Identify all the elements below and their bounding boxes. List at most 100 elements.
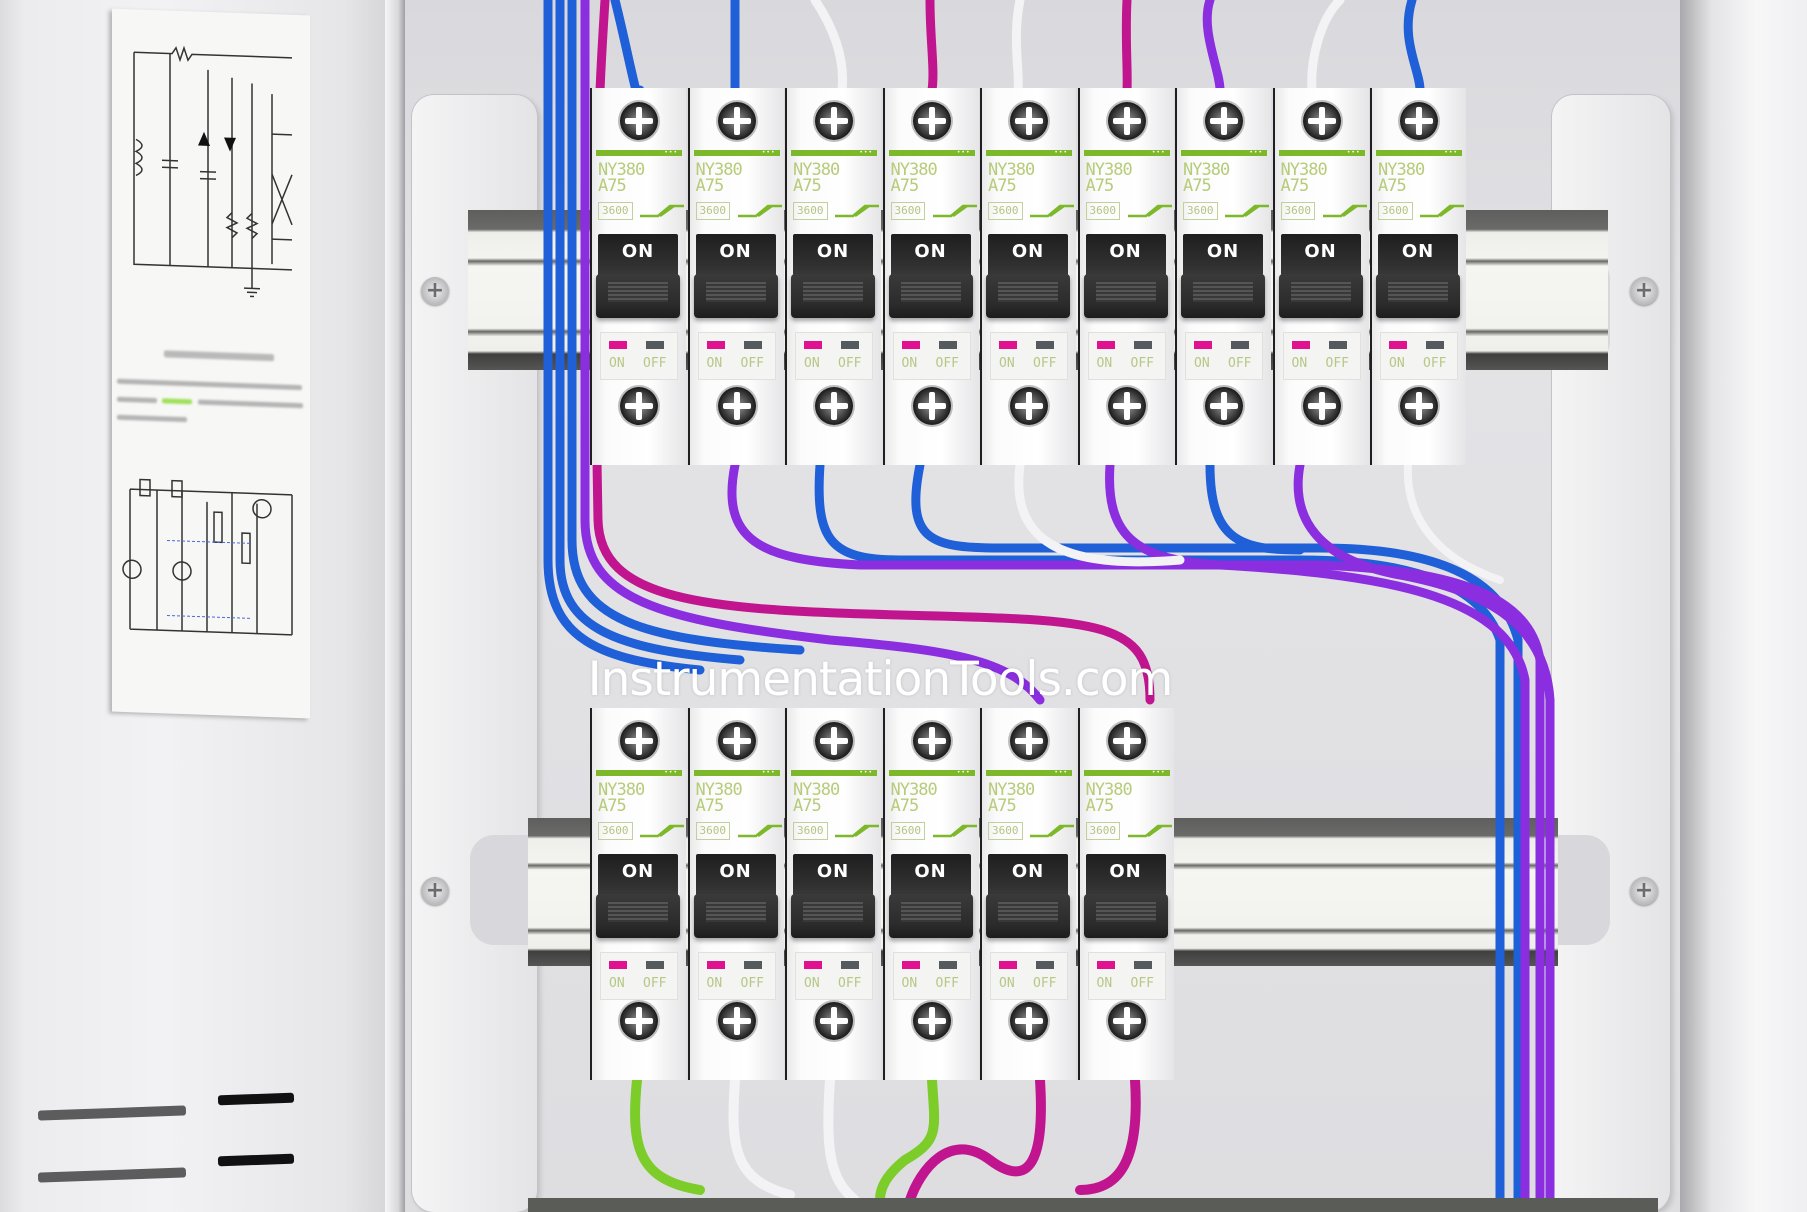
- toggle-switch-label[interactable]: ON: [1085, 234, 1166, 278]
- terminal-screw-icon[interactable]: [1010, 1002, 1048, 1040]
- toggle-lever[interactable]: [791, 274, 875, 318]
- off-label: OFF: [1423, 356, 1447, 371]
- terminal-screw-icon[interactable]: [1107, 387, 1146, 425]
- terminal-screw-icon[interactable]: [717, 1002, 756, 1040]
- toggle-switch-label[interactable]: ON: [1183, 234, 1263, 278]
- terminal-screw-icon[interactable]: [620, 387, 658, 425]
- terminal-screw-icon[interactable]: [815, 722, 853, 760]
- green-label-bar: •••: [596, 770, 682, 776]
- toggle-switch-label[interactable]: ON: [695, 854, 776, 898]
- off-led-icon: [1036, 341, 1054, 349]
- terminal-screw-icon[interactable]: [1107, 1002, 1146, 1040]
- toggle-switch-label[interactable]: ON: [1085, 854, 1166, 898]
- status-indicator: ON OFF: [795, 332, 873, 380]
- toggle-switch-label[interactable]: ON: [793, 234, 873, 278]
- green-label-bar: •••: [1181, 150, 1267, 156]
- door-edge: [385, 0, 407, 1212]
- toggle-switch-label[interactable]: ON: [598, 854, 678, 898]
- bracket-screw-icon: +: [1630, 877, 1658, 905]
- terminal-screw-icon[interactable]: [1400, 387, 1438, 425]
- on-led-icon: [999, 961, 1017, 969]
- status-indicator: ON OFF: [892, 332, 971, 380]
- terminal-screw-icon[interactable]: [1400, 102, 1438, 140]
- terminal-screw-icon[interactable]: [1302, 102, 1341, 140]
- toggle-lever[interactable]: [888, 894, 973, 938]
- terminal-screw-icon[interactable]: [717, 722, 756, 760]
- terminal-screw-icon[interactable]: [620, 1002, 658, 1040]
- toggle-switch-label[interactable]: ON: [890, 234, 971, 278]
- terminal-screw-icon[interactable]: [717, 387, 756, 425]
- on-led-icon: [1194, 341, 1212, 349]
- toggle-lever[interactable]: [986, 274, 1070, 318]
- off-led-icon: [646, 341, 664, 349]
- terminal-screw-icon[interactable]: [620, 102, 658, 140]
- terminal-screw-icon[interactable]: [1205, 102, 1243, 140]
- terminal-screw-icon[interactable]: [1302, 387, 1341, 425]
- green-label-bar: •••: [888, 770, 975, 776]
- terminal-screw-icon[interactable]: [620, 722, 658, 760]
- toggle-lever[interactable]: [1278, 274, 1363, 318]
- terminal-screw-icon[interactable]: [717, 102, 756, 140]
- toggle-switch-label[interactable]: ON: [1378, 234, 1458, 278]
- terminal-screw-icon[interactable]: [1107, 722, 1146, 760]
- terminal-screw-icon[interactable]: [1205, 387, 1243, 425]
- on-led-icon: [1096, 961, 1115, 969]
- toggle-switch-label[interactable]: ON: [695, 234, 776, 278]
- status-indicator: ON OFF: [1087, 332, 1166, 380]
- terminal-screw-icon[interactable]: [815, 102, 853, 140]
- terminal-screw-icon[interactable]: [1107, 102, 1146, 140]
- trip-curve-icon: [1030, 824, 1074, 838]
- on-label: ON: [609, 356, 625, 371]
- terminal-screw-icon[interactable]: [815, 1002, 853, 1040]
- toggle-switch-label[interactable]: ON: [1280, 234, 1361, 278]
- terminal-screw-icon[interactable]: [1010, 722, 1048, 760]
- on-led-icon: [706, 961, 725, 969]
- toggle-lever[interactable]: [888, 274, 973, 318]
- toggle-lever[interactable]: [1181, 274, 1265, 318]
- toggle-lever[interactable]: [1083, 274, 1168, 318]
- toggle-switch-label[interactable]: ON: [988, 234, 1068, 278]
- toggle-switch-label[interactable]: ON: [793, 854, 873, 898]
- toggle-lever[interactable]: [596, 274, 680, 318]
- dots-icon: •••: [1249, 149, 1263, 156]
- terminal-screw-icon[interactable]: [1010, 387, 1048, 425]
- status-indicator: ON OFF: [697, 332, 776, 380]
- toggle-lever[interactable]: [986, 894, 1070, 938]
- terminal-screw-icon[interactable]: [912, 722, 951, 760]
- toggle-switch-label[interactable]: ON: [890, 854, 971, 898]
- terminal-screw-icon[interactable]: [912, 102, 951, 140]
- toggle-lever[interactable]: [1376, 274, 1460, 318]
- toggle-lever[interactable]: [596, 894, 680, 938]
- toggle-switch-label[interactable]: ON: [598, 234, 678, 278]
- terminal-screw-icon[interactable]: [1010, 102, 1048, 140]
- toggle-lever[interactable]: [791, 894, 875, 938]
- trip-curve-icon: [835, 824, 879, 838]
- terminal-screw-icon[interactable]: [815, 387, 853, 425]
- toggle-lever[interactable]: [693, 274, 778, 318]
- toggle-switch-label[interactable]: ON: [988, 854, 1068, 898]
- on-led-icon: [1096, 341, 1115, 349]
- breaker-rating: 3600: [598, 822, 633, 840]
- toggle-lever[interactable]: [693, 894, 778, 938]
- terminal-screw-icon[interactable]: [912, 387, 951, 425]
- terminal-screw-icon[interactable]: [912, 1002, 951, 1040]
- toggle-lever[interactable]: [1083, 894, 1168, 938]
